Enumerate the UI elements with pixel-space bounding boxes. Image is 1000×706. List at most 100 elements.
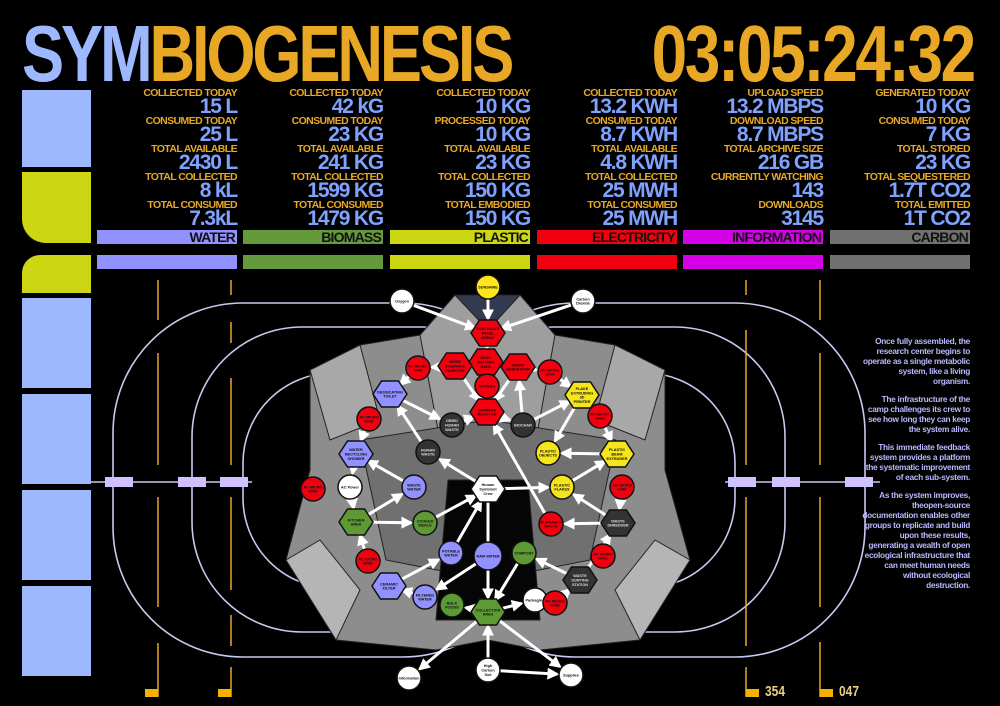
node-shape xyxy=(337,474,363,500)
flow-arrow xyxy=(614,498,627,512)
orange-guides xyxy=(157,280,821,697)
stat-label: TOTAL ARCHIVE SIZE xyxy=(723,143,824,155)
flow-arrow xyxy=(460,374,481,403)
flow-arrow xyxy=(571,493,609,518)
counter-2: 047 xyxy=(839,683,860,700)
stat-label: COLLECTED TODAY xyxy=(436,87,530,99)
title-biogenesis: BIOGENESIS xyxy=(149,9,514,98)
stat-label: TOTAL STORED xyxy=(896,143,971,155)
axis-marker xyxy=(178,477,206,487)
node-label: COMPOST xyxy=(514,552,534,556)
stat-label: TOTAL AVAILABLE xyxy=(297,143,383,155)
category-bar-water: WATER xyxy=(97,230,237,245)
node-shape xyxy=(372,380,408,408)
stat-label: CONSUMED TODAY xyxy=(145,115,238,127)
stat-value: 13.2 KWH xyxy=(589,95,678,118)
node-raw-water[interactable]: RAW WATER xyxy=(473,541,503,571)
category-bar-electricity: ELECTRICITY xyxy=(537,230,677,245)
node-shape xyxy=(562,566,598,594)
node-shape xyxy=(473,541,503,571)
stat-label: TOTAL COLLECTED xyxy=(291,171,384,183)
description-paragraph: Once fully assembled, the research cente… xyxy=(862,336,970,386)
description-paragraph: This immediate feedback system provides … xyxy=(865,442,971,482)
stat-value: 1.7T CO2 xyxy=(888,179,972,202)
flow-arrow xyxy=(553,404,578,443)
node-biochar[interactable]: BIOCHAR xyxy=(510,412,536,438)
node-shape xyxy=(587,403,613,429)
node-label: SYNGAS xyxy=(479,385,496,389)
flow-arrow xyxy=(398,558,441,582)
node-shape xyxy=(570,288,596,314)
stat-label: COLLECTED TODAY xyxy=(583,87,677,99)
title-sym: SYM xyxy=(22,9,153,98)
stat-value: 23 KG xyxy=(328,123,384,146)
node-shape xyxy=(599,440,635,468)
node-syngas[interactable]: SYNGAS xyxy=(474,373,500,399)
flow-arrow xyxy=(558,376,573,389)
stat-label: TOTAL CONSUMED xyxy=(147,199,237,211)
flow-arrow xyxy=(396,403,423,443)
node-compost[interactable]: COMPOST xyxy=(511,540,537,566)
category-bar-plastic: PLASTIC xyxy=(390,230,530,245)
node-shape xyxy=(300,476,326,502)
node-oxygen[interactable]: Oxygen xyxy=(389,288,415,314)
node-information[interactable]: Information xyxy=(396,665,422,691)
node-supplies[interactable]: Supplies xyxy=(558,662,584,688)
stat-label: CONSUMED TODAY xyxy=(291,115,384,127)
stat-value: 10 KG xyxy=(915,95,971,118)
node-shape xyxy=(389,288,415,314)
stat-label: TOTAL CONSUMED xyxy=(293,199,383,211)
node-ac-power[interactable]: AC Power xyxy=(337,474,363,500)
node-sunshine[interactable]: SUNSHINE xyxy=(475,274,501,300)
axis-marker xyxy=(845,477,873,487)
